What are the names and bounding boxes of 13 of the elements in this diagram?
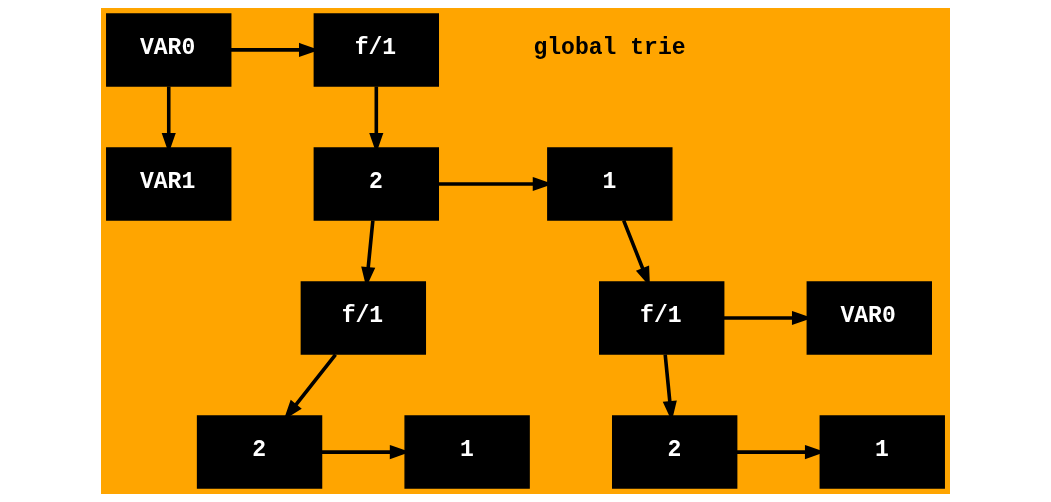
node-box: 2 [313,147,439,221]
node-box: VAR1 [106,147,232,221]
node-box: 1 [547,147,673,221]
node-box: 1 [404,415,530,489]
node-box: f/1 [599,281,725,355]
node-box: 2 [612,415,738,489]
node-box: VAR0 [806,281,932,355]
node-box: f/1 [300,281,427,355]
node-box: VAR0 [106,13,232,87]
label: global trie [533,34,686,61]
node-box: 1 [819,415,945,489]
node-box: 2 [196,415,323,489]
node-box: f/1 [313,13,439,87]
